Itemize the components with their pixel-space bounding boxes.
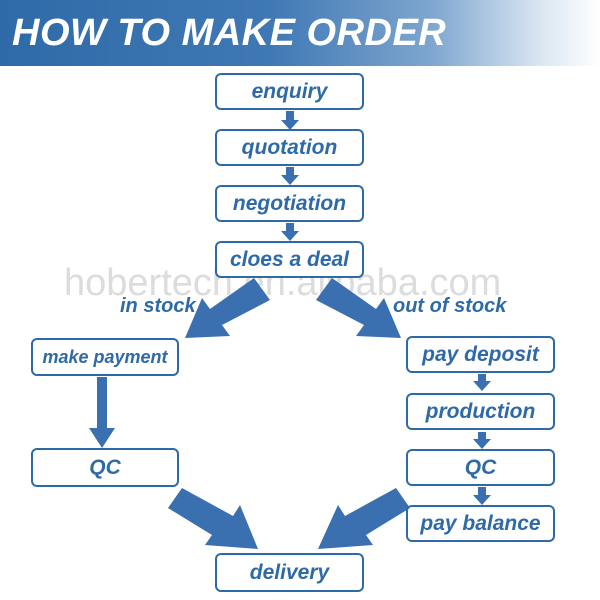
step-production: production xyxy=(406,393,555,430)
arrow-deal-to-make-payment xyxy=(185,278,270,338)
step-enquiry: enquiry xyxy=(215,73,364,110)
arrow-deposit-to-production xyxy=(473,374,491,391)
page-title: HOW TO MAKE ORDER xyxy=(12,12,447,54)
header-banner: HOW TO MAKE ORDER xyxy=(0,0,600,66)
arrow-quotation-to-negotiation xyxy=(281,167,299,185)
step-close-deal: cloes a deal xyxy=(215,241,364,278)
step-negotiation: negotiation xyxy=(215,185,364,222)
step-pay-balance: pay balance xyxy=(406,505,555,542)
step-quotation: quotation xyxy=(215,129,364,166)
step-make-payment: make payment xyxy=(31,338,179,376)
arrow-qc-to-delivery xyxy=(168,488,258,549)
arrow-balance-to-delivery xyxy=(318,488,410,549)
step-delivery: delivery xyxy=(215,553,364,592)
arrow-deal-to-pay-deposit xyxy=(316,278,401,338)
arrow-production-to-qc xyxy=(473,432,491,449)
step-pay-deposit: pay deposit xyxy=(406,336,555,373)
branch-label-out-of-stock: out of stock xyxy=(393,295,507,317)
step-qc-in-stock: QC xyxy=(31,448,179,487)
arrow-negotiation-to-deal xyxy=(281,223,299,241)
arrow-enquiry-to-quotation xyxy=(281,111,299,130)
branch-label-in-stock: in stock xyxy=(120,295,196,317)
step-qc-out-of-stock: QC xyxy=(406,449,555,486)
arrow-qc-to-balance xyxy=(473,487,491,505)
arrow-make-payment-to-qc xyxy=(89,377,115,448)
